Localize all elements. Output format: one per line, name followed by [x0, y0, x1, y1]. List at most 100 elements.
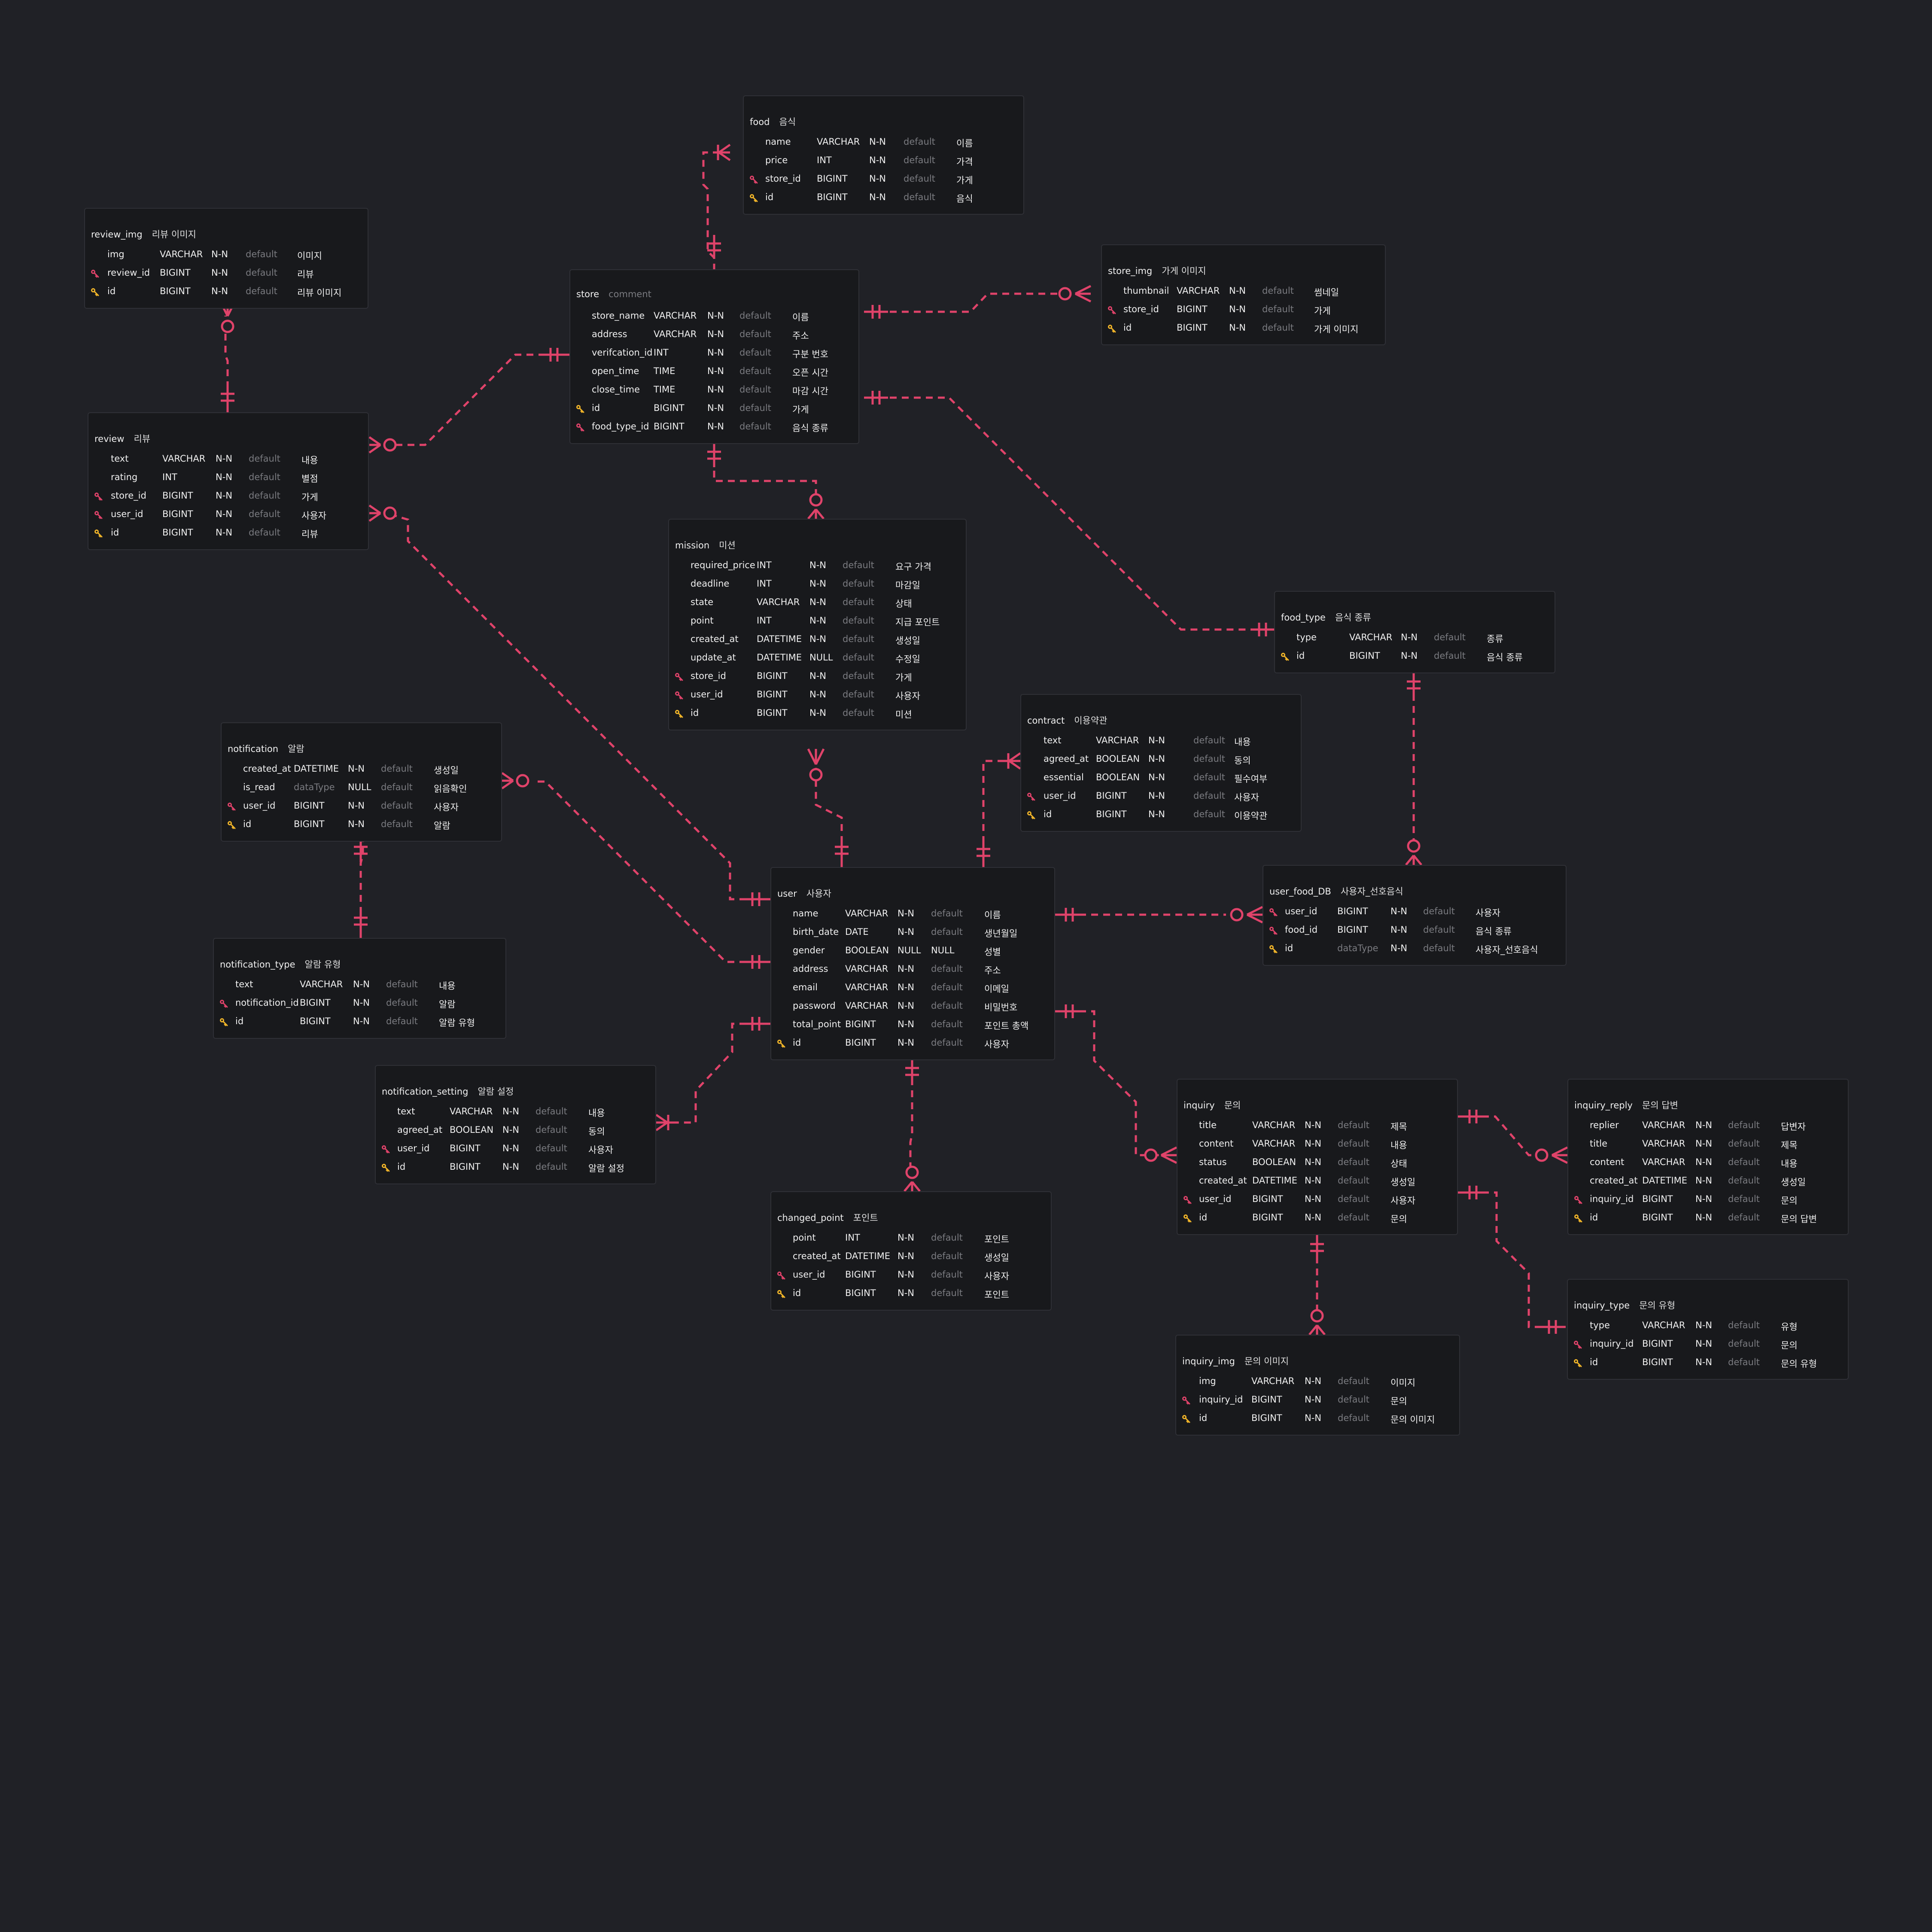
relationship-user-notification-setting[interactable]: [655, 1017, 770, 1132]
relationship-user-review[interactable]: [368, 504, 770, 906]
relationship-food-type-user-food-DB[interactable]: [1405, 670, 1422, 866]
relationship-user-notification[interactable]: [501, 772, 770, 969]
relationship-food-type-store[interactable]: [864, 391, 1275, 636]
relationship-store-mission[interactable]: [707, 435, 825, 520]
relationship-user-user-food-DB[interactable]: [1055, 906, 1263, 924]
relationship-notification-type-notification[interactable]: [354, 837, 368, 938]
relationship-inquiry-inquiry-reply[interactable]: [1458, 1110, 1568, 1164]
relationship-store-review[interactable]: [368, 348, 569, 454]
relationship-user-contract[interactable]: [977, 752, 1021, 867]
relationship-inquiry-inquiry-img[interactable]: [1308, 1232, 1326, 1336]
relationship-review-review-img[interactable]: [219, 300, 237, 412]
relationship-user-changed-point[interactable]: [904, 1054, 921, 1192]
relationship-user-inquiry[interactable]: [1055, 1004, 1177, 1164]
relationship-store-store-img[interactable]: [864, 285, 1092, 319]
relationship-store-food[interactable]: [702, 143, 731, 355]
